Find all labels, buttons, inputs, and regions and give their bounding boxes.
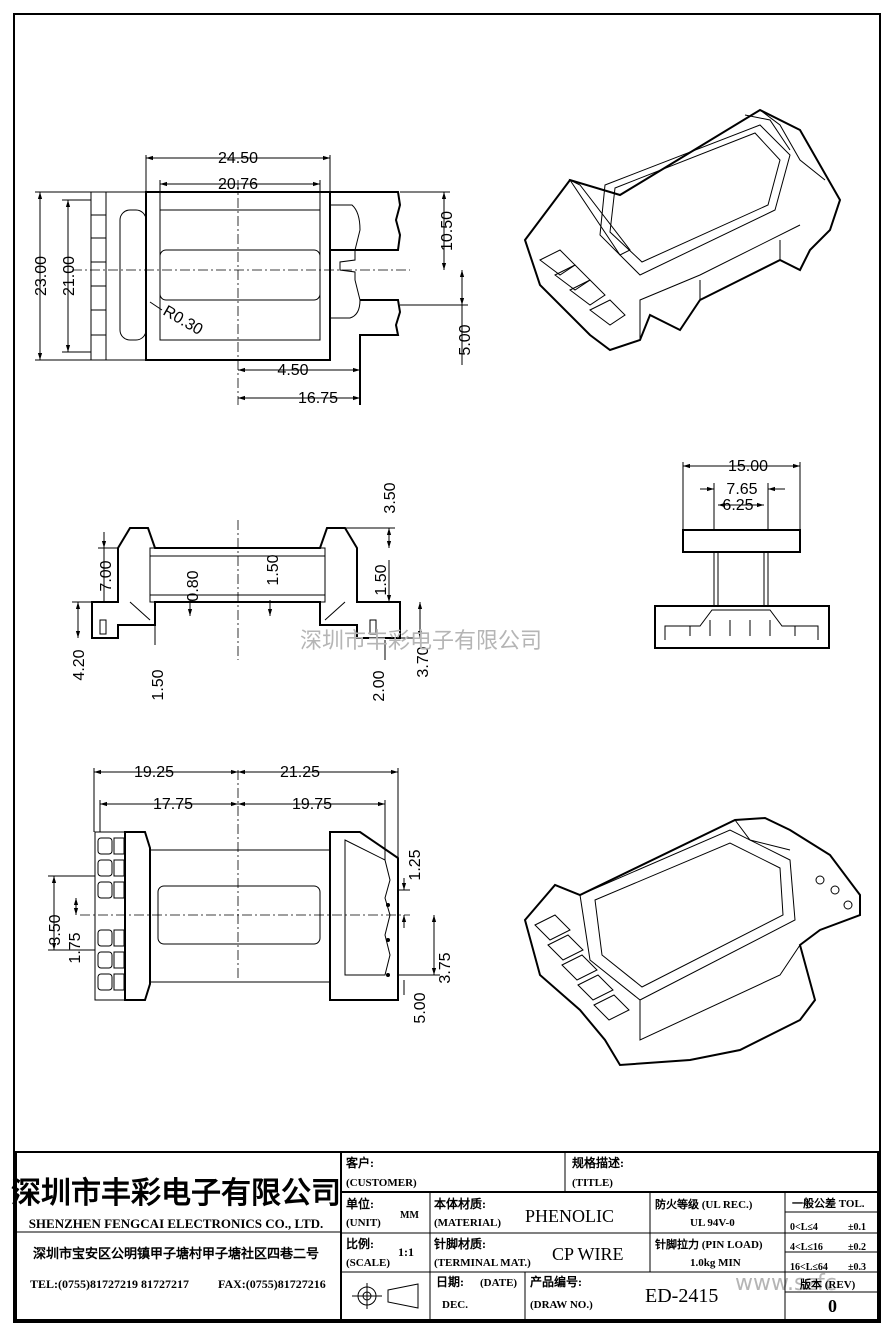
dim-21-00: 21.00: [61, 256, 78, 296]
rev-label: 版本 (REV): [800, 1277, 856, 1291]
dim-3-50: 3.50: [382, 482, 399, 513]
company-name-cn: 深圳市丰彩电子有限公司: [11, 1176, 341, 1210]
dim-right-1-50: 1.50: [373, 564, 390, 595]
dim-19-75: 19.75: [292, 796, 332, 813]
unit-label-en: (UNIT): [346, 1217, 381, 1229]
dim-19-25: 19.25: [134, 764, 174, 781]
pin-load-value: 1.0kg MIN: [690, 1257, 741, 1269]
bottom-view: 19.25 21.25 17.75 19.75 3.50 1.75 1.25 3…: [47, 764, 454, 1024]
fire-rating-label: 防火等级 (UL REC.): [655, 1197, 753, 1211]
tol-value-3: ±0.3: [848, 1262, 866, 1273]
material-value: PHENOLIC: [525, 1206, 614, 1226]
date-value: DEC.: [442, 1299, 468, 1311]
draw-no-value: ED-2415: [645, 1285, 718, 1307]
dim-17-75: 17.75: [153, 796, 193, 813]
tol-range-1: 0<L≤4: [790, 1222, 818, 1233]
company-name-en: SHENZHEN FENGCAI ELECTRONICS CO., LTD.: [29, 1216, 324, 1231]
dim-16-75: 16.75: [298, 390, 338, 407]
unit-label-cn: 单位:: [346, 1196, 374, 1211]
isometric-view-top: [523, 108, 842, 352]
dim-6-25: 6.25: [722, 497, 753, 514]
scale-label-en: (SCALE): [346, 1257, 390, 1269]
dim-23-00: 23.00: [33, 256, 50, 296]
draw-no-label-cn: 产品编号:: [530, 1274, 582, 1289]
dim-5-00-bottom: 5.00: [412, 992, 429, 1023]
sheet-border: [13, 13, 881, 1323]
terminal-label-en: (TERMINAL MAT.): [434, 1257, 531, 1269]
dim-7-00: 7.00: [98, 560, 115, 591]
unit-value: MM: [400, 1210, 419, 1221]
dim-24-50: 24.50: [218, 150, 258, 167]
tol-value-1: ±0.1: [848, 1222, 866, 1233]
terminal-value: CP WIRE: [552, 1244, 624, 1264]
draw-no-label-en: (DRAW NO.): [530, 1299, 593, 1311]
company-tel: TEL:(0755)81727219 81727217: [30, 1277, 189, 1291]
tol-range-3: 16<L≤64: [790, 1262, 828, 1273]
customer-label-en: (CUSTOMER): [346, 1177, 417, 1189]
tolerance-label: 一般公差 TOL.: [792, 1196, 865, 1210]
terminal-label-cn: 针脚材质:: [434, 1236, 486, 1251]
front-view: 7.00 4.20 1.50 0.80 1.50 3.50 1.50 2.00 …: [71, 482, 432, 701]
title-label-cn: 规格描述:: [572, 1155, 624, 1170]
material-label-en: (MATERIAL): [434, 1217, 501, 1229]
date-label-cn: 日期:: [436, 1274, 464, 1289]
dim-0-80: 0.80: [185, 570, 202, 601]
date-label-en: (DATE): [480, 1277, 517, 1289]
isometric-view-bottom: [523, 816, 861, 1067]
title-block: 深圳市丰彩电子有限公司 SHENZHEN FENGCAI ELECTRONICS…: [11, 1151, 879, 1321]
dim-4-50: 4.50: [277, 362, 308, 379]
dim-1-25: 1.25: [407, 849, 424, 880]
dim-r0-30: R0.30: [160, 303, 206, 339]
dim-3-50-bottom: 3.50: [47, 914, 64, 945]
company-fax: FAX:(0755)81727216: [218, 1277, 326, 1291]
dim-5-00: 5.00: [457, 324, 474, 355]
pin-load-label: 针脚拉力 (PIN LOAD): [655, 1237, 763, 1251]
dim-3-70: 3.70: [415, 646, 432, 677]
material-label-cn: 本体材质:: [434, 1196, 486, 1211]
fire-rating-value: UL 94V-0: [690, 1217, 735, 1229]
company-address: 深圳市宝安区公明镇甲子塘村甲子塘社区四巷二号: [33, 1246, 319, 1261]
tol-range-2: 4<L≤16: [790, 1242, 823, 1253]
dim-inner-1-50: 1.50: [265, 554, 282, 585]
dim-1-75: 1.75: [67, 932, 84, 963]
dim-bottom-1-50: 1.50: [150, 669, 167, 700]
scale-label-cn: 比例:: [346, 1236, 374, 1251]
watermark-text: 深圳市丰彩电子有限公司: [300, 629, 542, 654]
dim-3-75: 3.75: [437, 952, 454, 983]
dim-20-76: 20.76: [218, 176, 258, 193]
dim-7-65: 7.65: [726, 481, 757, 498]
side-view: 15.00 7.65 6.25: [654, 458, 830, 649]
dim-4-20: 4.20: [71, 649, 88, 680]
scale-value: 1:1: [398, 1245, 414, 1259]
rev-value: 0: [828, 1296, 837, 1316]
dim-2-00: 2.00: [371, 670, 388, 701]
dim-10-50: 10.50: [439, 211, 456, 251]
top-view: 24.50 20.76 23.00 21.00 R0.30 10.50 5.00…: [33, 150, 474, 407]
tol-value-2: ±0.2: [848, 1242, 866, 1253]
title-label-en: (TITLE): [572, 1177, 613, 1189]
projection-symbol-icon: [352, 1283, 419, 1309]
customer-label-cn: 客户:: [345, 1155, 374, 1170]
dim-21-25: 21.25: [280, 764, 320, 781]
dim-15-00: 15.00: [728, 458, 768, 475]
